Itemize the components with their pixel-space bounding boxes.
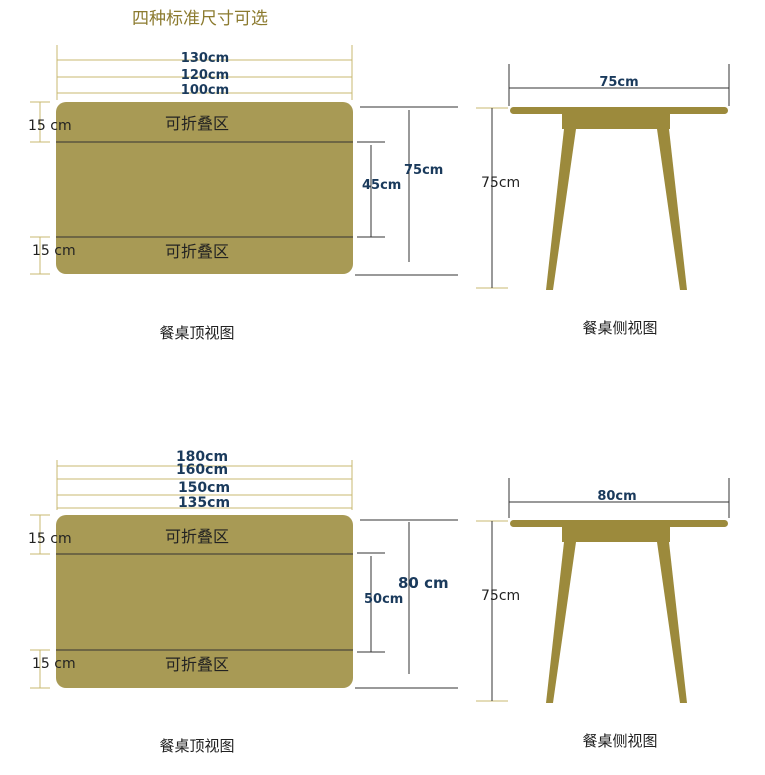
side-view-caption: 餐桌侧视图 xyxy=(582,319,657,337)
side-tabletop xyxy=(510,107,728,114)
inner-depth-label-2: 50cm xyxy=(364,592,403,607)
fold-zone-label-bottom-2: 可折叠区 xyxy=(165,655,229,674)
top-view-caption-2: 餐桌顶视图 xyxy=(159,737,234,755)
depth-label-2: 80 cm xyxy=(398,574,449,592)
width-label-160: 160cm xyxy=(176,462,228,478)
side-view-caption-2: 餐桌侧视图 xyxy=(582,732,657,750)
fold-size-bottom: 15 cm xyxy=(32,243,76,259)
side-view-diagram-2: 80cm 75cm 餐桌侧视图 xyxy=(476,478,730,750)
width-label-130: 130cm xyxy=(181,51,229,66)
fold-zone-label-bottom: 可折叠区 xyxy=(165,242,229,261)
fold-size-top-2: 15 cm xyxy=(28,531,72,547)
side-apron-2 xyxy=(562,527,670,542)
width-label-180: 180cm xyxy=(176,449,228,465)
side-tabletop-2 xyxy=(510,520,728,527)
side-width-label: 75cm xyxy=(599,75,638,90)
table-top-rect-2 xyxy=(56,515,353,688)
top-view-diagram-2: 180cm 160cm 150cm 135cm 可折叠区 可折叠区 15 cm … xyxy=(28,449,458,755)
side-leg-right xyxy=(657,129,687,290)
side-width-label-2: 80cm xyxy=(597,489,636,504)
width-label-100: 100cm xyxy=(181,83,229,98)
width-label-150: 150cm xyxy=(178,480,230,496)
table-top-rect xyxy=(56,102,353,274)
width-label-135: 135cm xyxy=(178,495,230,511)
side-leg-left-2 xyxy=(546,542,576,703)
top-view-diagram-1: 130cm 120cm 100cm 可折叠区 可折叠区 15 cm 15 cm … xyxy=(28,45,458,342)
side-height-label-2: 75cm xyxy=(481,588,520,604)
depth-label: 75cm xyxy=(404,163,443,178)
fold-zone-label-top-2: 可折叠区 xyxy=(165,527,229,546)
side-leg-right-2 xyxy=(657,542,687,703)
fold-zone-label-top: 可折叠区 xyxy=(165,114,229,133)
inner-depth-label: 45cm xyxy=(362,178,401,193)
width-label-120: 120cm xyxy=(181,68,229,83)
side-apron xyxy=(562,114,670,129)
top-view-caption: 餐桌顶视图 xyxy=(159,324,234,342)
side-view-diagram-1: 75cm 75cm 餐桌侧视图 xyxy=(476,64,730,337)
fold-size-top: 15 cm xyxy=(28,118,72,134)
page-title: 四种标准尺寸可选 xyxy=(132,9,268,29)
side-height-label: 75cm xyxy=(481,175,520,191)
side-leg-left xyxy=(546,129,576,290)
fold-size-bottom-2: 15 cm xyxy=(32,656,76,672)
